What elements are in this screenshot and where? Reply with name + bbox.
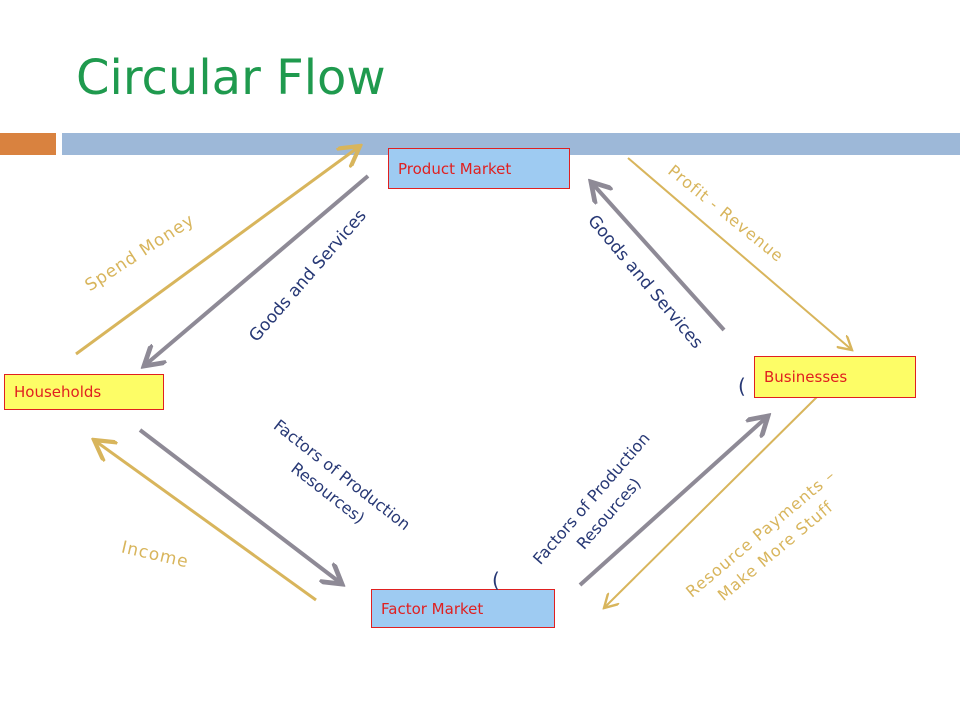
businesses-node: Businesses	[754, 356, 916, 398]
product-market-label: Product Market	[398, 159, 512, 178]
product-market-node: Product Market	[388, 148, 570, 189]
paren-mark: (	[492, 568, 500, 592]
households-label: Households	[14, 383, 102, 401]
paren-mark: (	[738, 374, 746, 398]
households-node: Households	[4, 374, 164, 410]
factors-left-label: Factors of Production Resources)	[270, 415, 415, 535]
factors-to-businesses-arrow	[578, 416, 768, 587]
goods-to-product-market-arrow	[591, 182, 726, 332]
header-accent-bar	[0, 133, 56, 155]
spend-money-arrow	[75, 146, 360, 356]
income-arrow	[94, 440, 317, 602]
factors-right-label: Factors of Production Resources)	[529, 428, 654, 569]
factor-market-label: Factor Market	[381, 599, 484, 618]
resource-payments-arrow	[604, 387, 827, 608]
factors-to-factor-market-arrow	[138, 428, 342, 584]
goods-to-households-arrow	[144, 174, 370, 366]
header-bar	[62, 133, 960, 155]
resource-payments-label: Resource Payments – Make More Stuff	[682, 465, 840, 605]
profit-revenue-arrow	[627, 157, 852, 350]
factor-market-node: Factor Market	[371, 589, 555, 628]
page-title: Circular Flow	[76, 50, 386, 106]
businesses-label: Businesses	[764, 368, 848, 386]
